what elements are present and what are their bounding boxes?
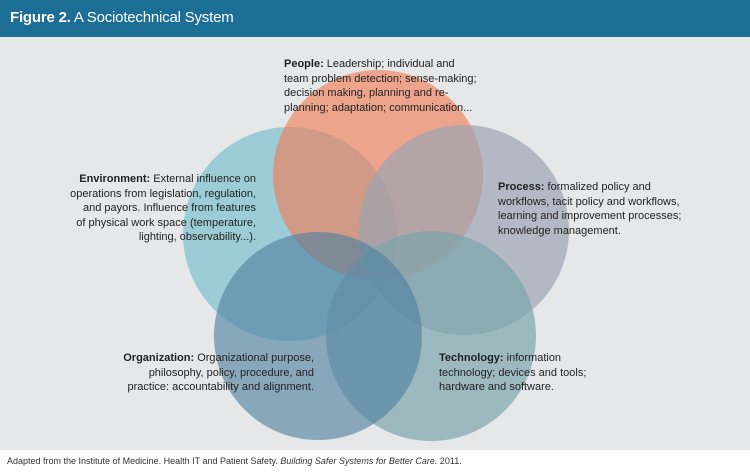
process-line-3: learning and improvement processes; bbox=[498, 210, 682, 222]
source-caption: Adapted from the Institute of Medicine. … bbox=[7, 456, 462, 466]
organization-name: Organization: bbox=[123, 352, 195, 364]
people-label: People: Leadership; individual and team … bbox=[284, 57, 514, 115]
environment-line-3: and payors. Influence from features bbox=[82, 202, 256, 214]
technology-line-2: technology; devices and tools; bbox=[439, 366, 587, 379]
organization-line-2: philosophy, policy, procedure, and bbox=[148, 366, 314, 379]
process-name: Process: bbox=[498, 181, 545, 193]
people-line-3: decision making, planning and re- bbox=[284, 87, 449, 99]
technology-line-1: information bbox=[503, 352, 562, 364]
environment-label: Environment: External influence on opera… bbox=[40, 172, 256, 245]
organization-line-3: practice: accountability and alignment. bbox=[127, 381, 315, 393]
technology-label: Technology: information technology; devi… bbox=[439, 351, 619, 395]
people-line-1: Leadership; individual and bbox=[323, 58, 455, 70]
process-label: Process: formalized policy and workflows… bbox=[498, 180, 713, 238]
figure-title: Figure 2. A Sociotechnical System bbox=[10, 9, 234, 26]
organization-label: Organization: Organizational purpose, ph… bbox=[110, 351, 314, 395]
environment-line-5: lighting, observability...). bbox=[138, 231, 256, 243]
environment-line-1: External influence on bbox=[150, 173, 256, 185]
figure-number: Figure 2. bbox=[10, 9, 71, 26]
caption-prefix: Adapted from the Institute of Medicine. … bbox=[7, 456, 281, 466]
figure-title-text: A Sociotechnical System bbox=[73, 9, 234, 26]
organization-circle bbox=[214, 232, 422, 440]
environment-line-2: operations from legislation, regulation, bbox=[70, 187, 256, 200]
figure-header: Figure 2. A Sociotechnical System bbox=[0, 0, 750, 37]
environment-name: Environment: bbox=[79, 173, 151, 185]
caption-suffix: 2011. bbox=[437, 456, 462, 466]
process-line-2: workflows, tacit policy and workflows, bbox=[498, 195, 680, 208]
process-line-1: formalized policy and bbox=[544, 181, 651, 193]
people-line-4: planning; adaptation; communication... bbox=[284, 101, 473, 114]
people-line-2: team problem detection; sense-making; bbox=[284, 72, 477, 85]
technology-name: Technology: bbox=[439, 352, 504, 364]
caption-italic: Building Safer Systems for Better Care. bbox=[280, 456, 438, 466]
organization-line-1: Organizational purpose, bbox=[194, 352, 314, 364]
technology-line-3: hardware and software. bbox=[439, 381, 554, 393]
environment-line-4: of physical work space (temperature, bbox=[76, 216, 256, 229]
process-line-4: knowledge management. bbox=[498, 224, 621, 237]
people-name: People: bbox=[284, 58, 324, 70]
